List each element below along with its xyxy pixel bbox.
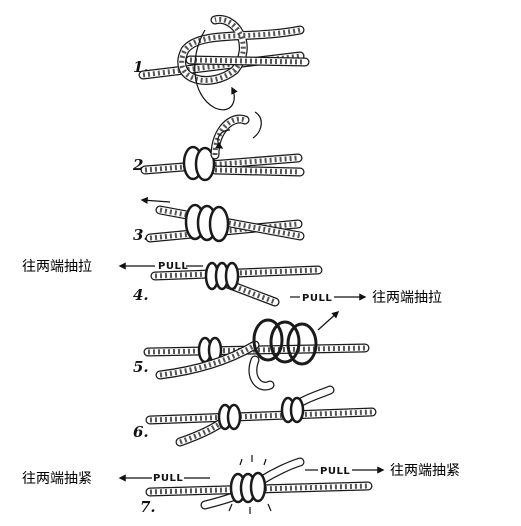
step-4-number: 4. (133, 286, 149, 304)
step-7-illustration: 7. PULL 往两端抽紧 PULL 往两端抽紧 (22, 455, 460, 516)
step-5-loop-1 (252, 318, 284, 362)
step-4-annotation-right: 往两端抽拉 (372, 290, 442, 306)
step-7-pull-right-label: PULL (320, 466, 350, 477)
step-7-pull-left-label: PULL (153, 473, 183, 484)
step-6-knot-left-wrap-2 (226, 403, 242, 431)
step-5-loop-3 (286, 322, 318, 366)
step-4-pull-left-label: PULL (158, 261, 188, 272)
step-5-illustration: 5. (133, 311, 370, 391)
step-1-direction-arrow (194, 29, 238, 111)
step-6-knot-right-wrap-2 (289, 396, 305, 424)
step-2-motion-mark (252, 111, 262, 139)
step-4-illustration: 4. PULL 往两端抽拉 PULL 往两端抽拉 (22, 259, 442, 307)
step-6-illustration: 6. (133, 385, 377, 447)
step-7-knot-wrap-3 (249, 471, 267, 503)
step-2-direction-arrow (215, 129, 231, 149)
step-5-number: 5. (133, 358, 149, 376)
step-5-direction-arrow (317, 311, 340, 331)
step-2-illustration: 2. (132, 111, 305, 182)
step-7-annotation-left: 往两端抽紧 (22, 471, 92, 487)
step-1-illustration: 1. (133, 15, 310, 111)
step-3-number: 3. (133, 226, 149, 244)
step-7-number: 7. (140, 498, 156, 516)
step-2-wrap-2 (194, 146, 216, 182)
step-4-wrap-3 (224, 261, 240, 291)
step-3-wrap-3 (208, 205, 230, 243)
step-3-illustration: 3. (133, 196, 305, 244)
step-4-annotation-left: 往两端抽拉 (22, 259, 92, 275)
step-5-loop-2 (269, 320, 301, 364)
step-3-direction-arrow (140, 196, 171, 205)
step-7-annotation-right: 往两端抽紧 (390, 463, 460, 479)
step-4-pull-right-label: PULL (302, 293, 332, 304)
step-6-number: 6. (133, 423, 149, 441)
step-7-tension-marks (228, 455, 272, 514)
